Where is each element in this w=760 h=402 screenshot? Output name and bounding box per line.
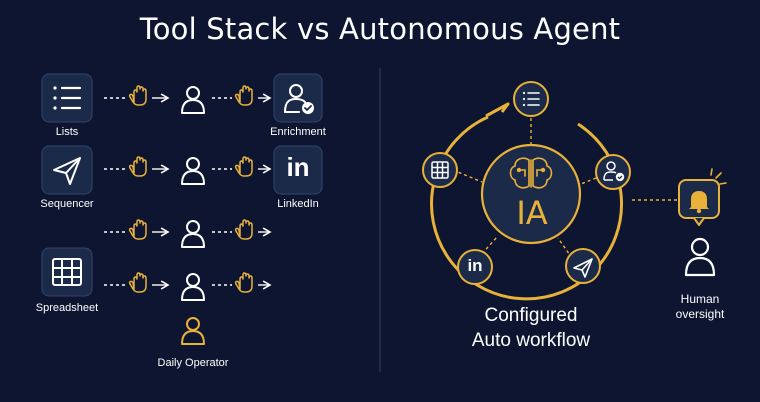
person-icon xyxy=(181,273,205,301)
manual-hand-icon xyxy=(234,219,253,240)
caption-configured: Configured xyxy=(484,305,578,326)
label-linkedin: LinkedIn xyxy=(277,198,319,210)
alert-bell-tile xyxy=(678,168,727,226)
tile-lists xyxy=(41,73,93,123)
spreadsheet-icon xyxy=(431,161,449,179)
linkedin-icon: in xyxy=(286,152,310,182)
bell-icon xyxy=(689,191,709,214)
send-icon xyxy=(53,157,81,185)
label-sequencer: Sequencer xyxy=(40,198,94,210)
orbit-node-sequencer xyxy=(565,248,601,284)
verified-user-icon xyxy=(603,161,625,182)
person-icon xyxy=(181,86,205,114)
list-icon xyxy=(53,86,82,110)
operator-icon xyxy=(181,317,205,345)
human-icon xyxy=(684,237,716,277)
manual-hand-icon xyxy=(128,156,147,177)
orbit-node-lists xyxy=(513,81,549,117)
tile-spreadsheet xyxy=(41,247,93,297)
label-daily-operator: Daily Operator xyxy=(157,357,229,369)
list-icon xyxy=(522,91,540,107)
manual-hand-icon xyxy=(234,156,253,177)
brain-icon xyxy=(509,157,553,189)
tile-linkedin xyxy=(273,145,323,195)
label-lists: Lists xyxy=(55,126,79,138)
send-icon xyxy=(573,258,593,278)
orbit-node-enrichment xyxy=(595,154,631,190)
manual-hand-icon xyxy=(234,85,253,106)
label-human: Human xyxy=(680,292,720,306)
caption-auto-workflow: Auto workflow xyxy=(471,330,591,351)
orbit-node-linkedin xyxy=(457,249,493,285)
manual-hand-icon xyxy=(128,219,147,240)
manual-hand-icon xyxy=(128,85,147,106)
page-title: Tool Stack vs Autonomous Agent xyxy=(139,12,621,46)
manual-hand-icon xyxy=(234,272,253,293)
spreadsheet-icon xyxy=(52,258,82,286)
label-enrichment: Enrichment xyxy=(270,126,326,138)
orbit-node-spreadsheet xyxy=(422,152,458,188)
ai-core xyxy=(480,143,582,245)
manual-hand-icon xyxy=(128,272,147,293)
person-icon xyxy=(181,220,205,248)
person-icon xyxy=(181,157,205,185)
tile-enrichment xyxy=(273,73,323,123)
ia-label: IA xyxy=(516,194,548,232)
verified-user-icon xyxy=(284,84,314,114)
label-oversight: oversight xyxy=(675,307,725,321)
tile-sequencer xyxy=(41,145,93,195)
linkedin-icon: in xyxy=(467,256,483,275)
label-spreadsheet: Spreadsheet xyxy=(35,302,99,314)
